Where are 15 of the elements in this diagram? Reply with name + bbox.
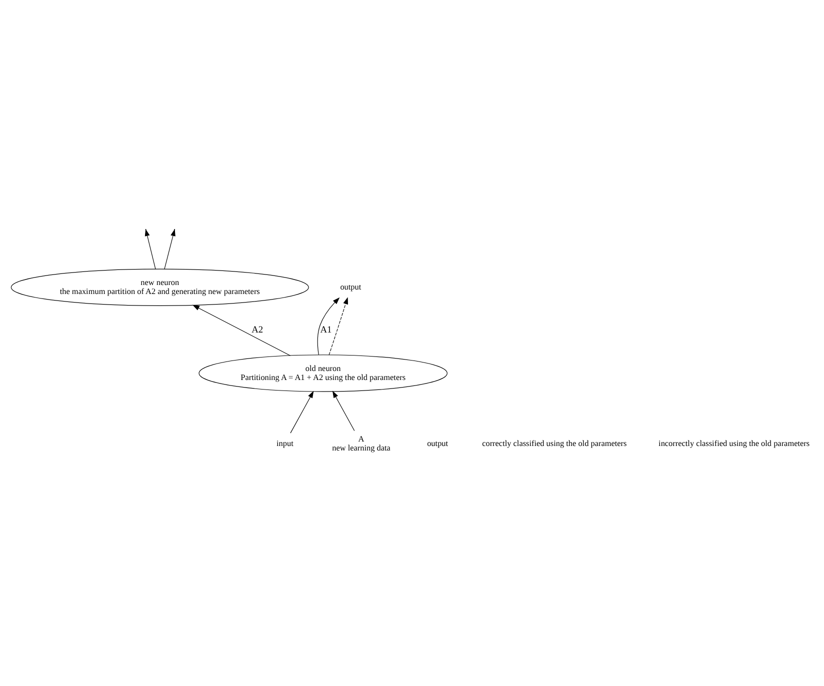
edge-label: A2 (252, 326, 264, 336)
arrow (317, 297, 340, 356)
node-text: A new learning data (332, 434, 390, 452)
edge-label: A1 (320, 326, 332, 336)
arrow (192, 304, 291, 356)
node-ellipse: old neuron Partitioning A = A1 + A2 using the old parameters (198, 354, 448, 392)
arrow (328, 297, 348, 356)
node-text: input (276, 438, 294, 448)
label: correctly classified using the old parameters (482, 438, 627, 448)
arrow (332, 390, 355, 432)
arrow (290, 390, 314, 434)
label: incorrectly classified using the old parameters (658, 438, 810, 448)
node-ellipse: new neuron the maximum partition of A2 and generating new parameters (10, 268, 309, 306)
node-text: output (340, 282, 362, 292)
label: output (427, 438, 448, 448)
